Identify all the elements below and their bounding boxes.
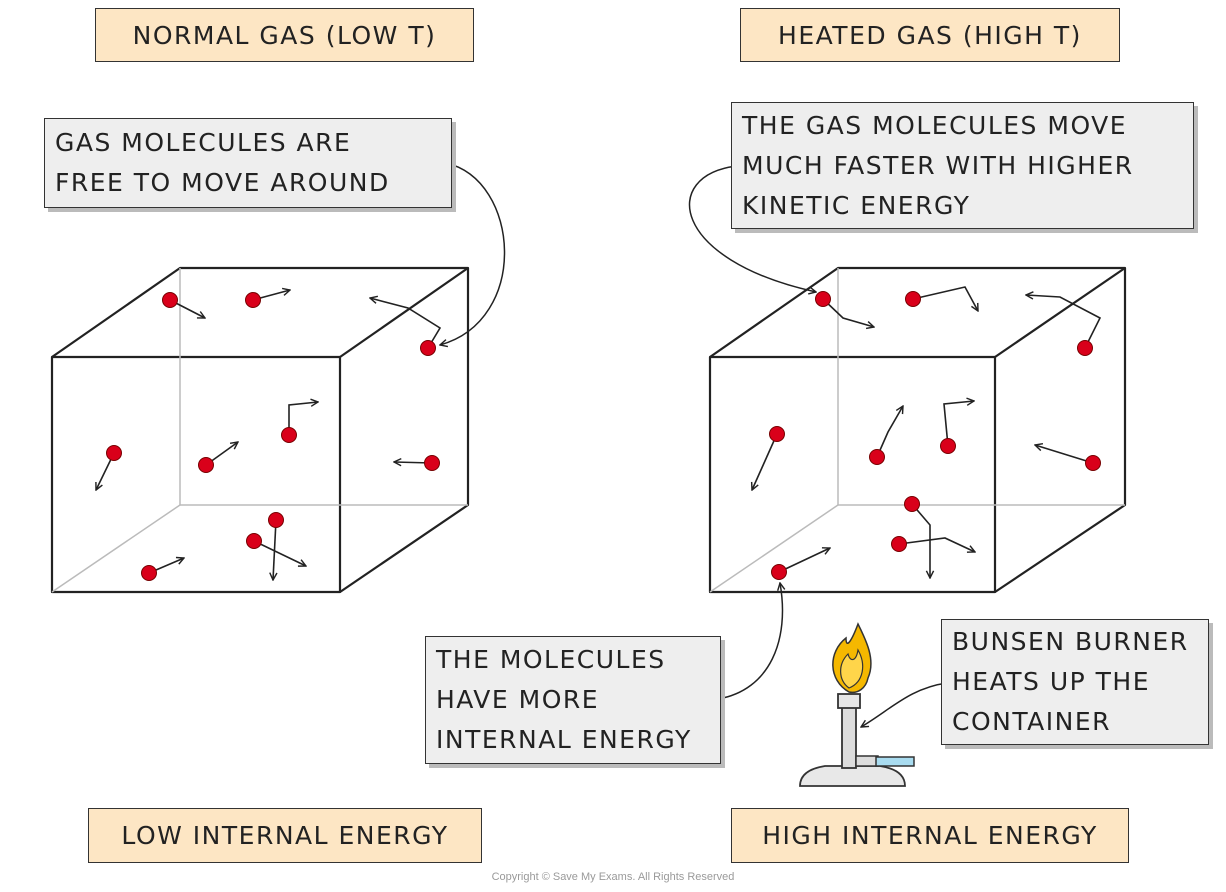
molecule [424,455,440,471]
molecule [420,340,436,356]
molecule [869,449,885,465]
callout-move-faster: THE GAS MOLECULES MOVE MUCH FASTER WITH … [731,102,1194,229]
molecule [198,457,214,473]
callout-line: THE MOLECULES [436,645,666,674]
left-container-cube [50,266,470,594]
callout-free-to-move: GAS MOLECULES ARE FREE TO MOVE AROUND [44,118,452,208]
molecule [141,565,157,581]
molecule [891,536,907,552]
molecule [771,564,787,580]
molecule [1077,340,1093,356]
molecule [940,438,956,454]
right-container-cube [708,266,1127,594]
molecule [245,292,261,308]
callout-line: INTERNAL ENERGY [436,725,692,754]
high-internal-energy-label: HIGH INTERNAL ENERGY [731,808,1129,863]
molecule [1085,455,1101,471]
molecule [905,291,921,307]
molecule [106,445,122,461]
heated-gas-title: HEATED GAS (HIGH T) [740,8,1120,62]
molecule [246,533,262,549]
callout-line: MUCH FASTER WITH HIGHER [742,150,1134,180]
molecule [281,427,297,443]
callout-internal-energy: THE MOLECULES HAVE MORE INTERNAL ENERGY [425,636,721,764]
normal-gas-title: NORMAL GAS (LOW T) [95,8,474,62]
callout-line: HAVE MORE [436,685,600,714]
molecule [162,292,178,308]
callout-line: HEATS UP THE [952,667,1151,696]
callout-line: KINETIC ENERGY [742,190,971,220]
callout-line: GAS MOLECULES ARE [55,128,352,157]
molecule [268,512,284,528]
callout-line: THE GAS MOLECULES MOVE [742,110,1128,140]
callout-bunsen-burner: BUNSEN BURNER HEATS UP THE CONTAINER [941,619,1209,745]
molecule [815,291,831,307]
bunsen-burner-icon [799,622,915,787]
left-molecules [96,290,442,580]
molecule [904,496,920,512]
right-molecules [752,286,1102,578]
copyright-notice: Copyright © Save My Exams. All Rights Re… [491,871,735,883]
callout-line: BUNSEN BURNER [952,627,1189,656]
callout-line: CONTAINER [952,707,1112,736]
molecule [769,426,785,442]
low-internal-energy-label: LOW INTERNAL ENERGY [88,808,482,863]
callout-line: FREE TO MOVE AROUND [55,168,390,197]
